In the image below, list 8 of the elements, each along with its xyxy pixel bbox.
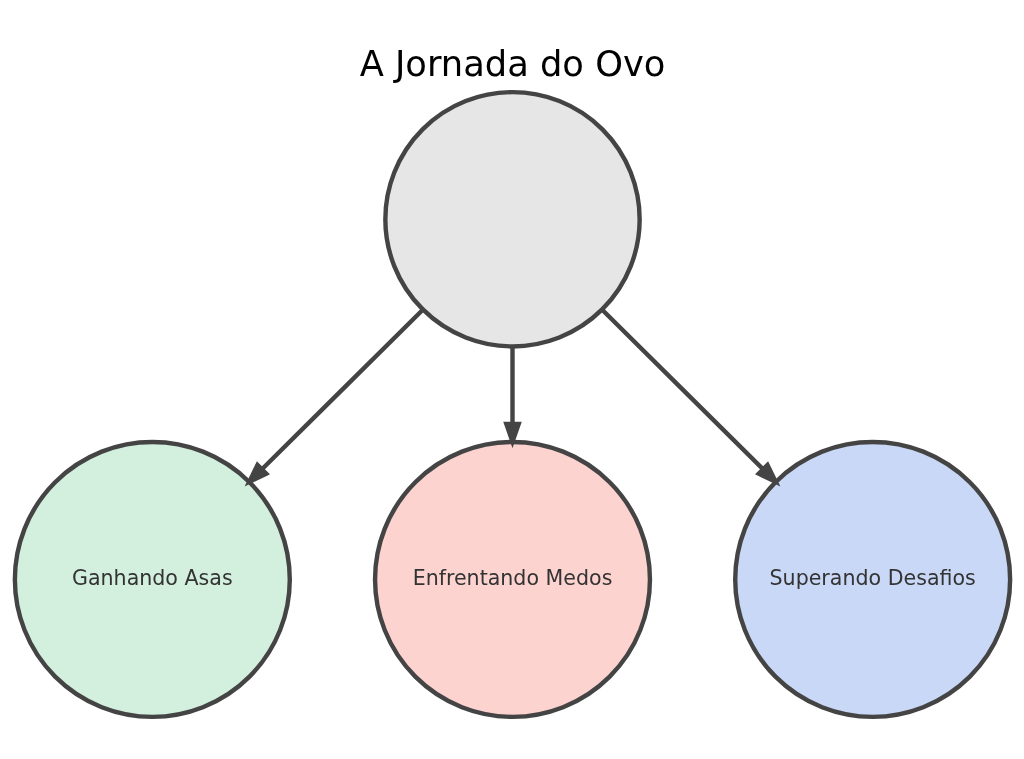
node-circle: Enfrentando Medos <box>372 439 652 720</box>
arrow <box>244 308 424 487</box>
arrow <box>502 346 522 449</box>
diagram-title: A Jornada do Ovo <box>359 43 665 85</box>
node-circle: Ganhando Asas <box>12 439 292 720</box>
node-circle: Superando Desafios <box>732 439 1012 720</box>
arrow <box>600 308 780 487</box>
node-circle <box>382 89 642 349</box>
